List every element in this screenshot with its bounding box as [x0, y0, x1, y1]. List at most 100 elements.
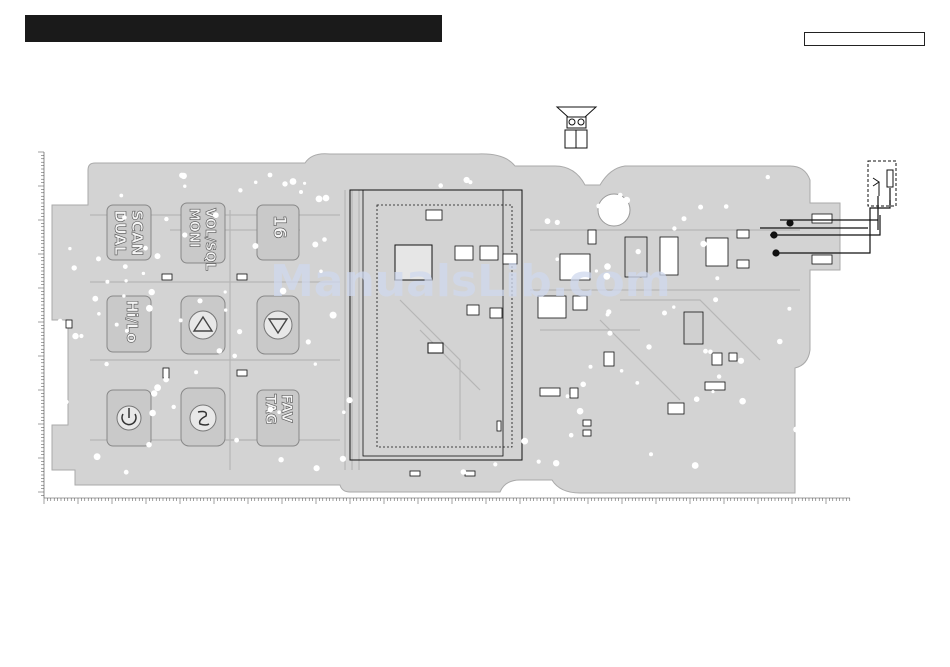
via-hole [636, 249, 641, 254]
ruler-ticks-bottom [44, 498, 850, 504]
via-hole [94, 453, 101, 460]
via-hole [649, 452, 653, 456]
via-hole [703, 349, 708, 354]
via-hole [146, 305, 153, 312]
via-hole [105, 280, 109, 284]
via-hole [717, 374, 721, 378]
via-hole [314, 465, 320, 471]
via-hole [155, 253, 161, 259]
via-hole [316, 196, 323, 203]
via-hole [217, 348, 223, 354]
via-hole [620, 369, 624, 373]
via-hole [606, 313, 610, 317]
via-hole [766, 175, 770, 179]
via-hole [104, 362, 108, 366]
via-hole [555, 220, 560, 225]
via-hole [119, 194, 123, 198]
via-hole [694, 396, 700, 402]
key-pad-vol-sql-moni: VOL/SQL MONI [181, 203, 225, 271]
via-hole [793, 427, 799, 433]
via-hole [711, 390, 714, 393]
power-icon [117, 406, 141, 430]
via-hole [164, 217, 168, 221]
via-hole [438, 183, 443, 188]
via-hole [154, 384, 161, 391]
via-hole [143, 246, 148, 251]
via-hole [662, 311, 667, 316]
via-hole [232, 354, 237, 359]
via-hole [303, 182, 306, 185]
antenna-jack-icon [868, 161, 896, 206]
via-hole [96, 256, 101, 261]
via-hole [604, 263, 611, 270]
via-hole [589, 365, 593, 369]
via-hole [777, 339, 783, 345]
pcb-board [52, 154, 840, 493]
key-pad-power [107, 390, 151, 446]
ruler-ticks-left [38, 152, 44, 495]
via-hole [182, 232, 187, 237]
key-pad-fav-tag: FAV TAG [257, 390, 299, 446]
via-hole [537, 460, 541, 464]
via-hole [58, 319, 63, 324]
via-hole [179, 318, 183, 322]
via-hole [595, 269, 598, 272]
via-hole [290, 178, 297, 185]
via-hole [493, 462, 497, 466]
via-hole [738, 358, 744, 364]
via-hole [278, 457, 283, 462]
via-hole [224, 290, 227, 293]
speaker-icon [557, 107, 596, 148]
via-hole [347, 397, 353, 403]
via-hole [635, 381, 639, 385]
via-hole [306, 339, 311, 344]
via-hole [682, 216, 687, 221]
via-hole [268, 407, 274, 413]
via-hole [323, 195, 330, 202]
svg-text:Hi/Lo: Hi/Lo [123, 300, 141, 343]
via-hole [213, 212, 219, 218]
via-hole [124, 279, 127, 282]
up-arrow-icon [264, 311, 292, 339]
scroll-icon [190, 405, 216, 431]
via-hole [319, 270, 323, 274]
via-hole [238, 188, 242, 192]
via-hole [123, 264, 128, 269]
via-hole [299, 190, 303, 194]
via-hole [464, 177, 470, 183]
via-hole [553, 460, 559, 466]
via-hole [97, 312, 101, 316]
via-hole [461, 469, 467, 475]
via-hole [72, 265, 77, 270]
via-hole [545, 218, 551, 224]
via-hole [558, 309, 565, 316]
svg-text:16: 16 [269, 215, 289, 239]
via-hole [566, 394, 570, 398]
via-hole [92, 296, 98, 302]
via-hole [142, 272, 145, 275]
via-hole [194, 370, 198, 374]
key-pad-scan-dual: SCAN DUAL [107, 205, 151, 260]
via-hole [646, 344, 651, 349]
via-hole [607, 331, 612, 336]
via-hole [252, 243, 258, 249]
via-hole [79, 334, 83, 338]
via-hole [596, 204, 601, 209]
via-hole [700, 241, 706, 247]
via-hole [340, 456, 346, 462]
via-hole [72, 333, 78, 339]
via-hole [692, 462, 699, 469]
via-hole [314, 362, 317, 365]
via-hole [330, 312, 337, 319]
via-hole [739, 398, 746, 405]
key-pad-down [181, 296, 225, 354]
via-hole [618, 193, 623, 198]
via-hole [581, 255, 586, 260]
via-hole [268, 173, 273, 178]
via-hole [713, 297, 718, 302]
down-arrow-icon [189, 311, 217, 339]
via-hole [672, 305, 675, 308]
watermark-text: ManualsLib.com [270, 256, 671, 307]
via-hole [122, 294, 125, 297]
via-hole [277, 410, 281, 414]
